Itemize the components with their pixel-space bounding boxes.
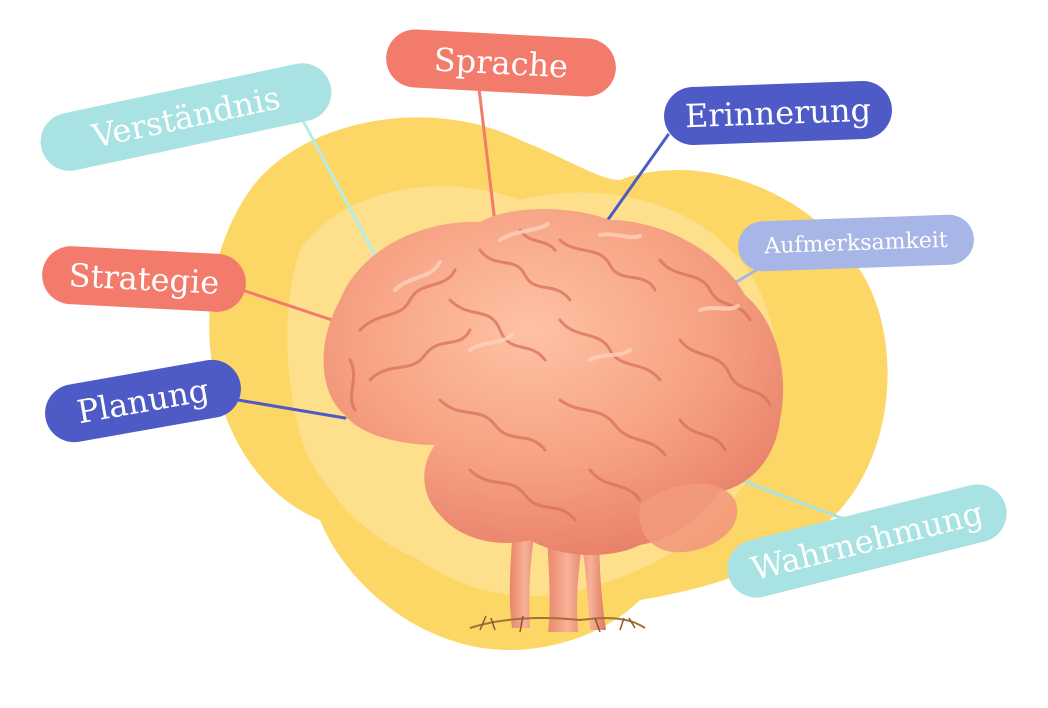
connector-verstaendnis — [298, 113, 390, 282]
label-aufmerksamkeit: Aufmerksamkeit — [737, 213, 975, 273]
label-sprache: Sprache — [384, 28, 618, 98]
connector-planung — [236, 398, 347, 420]
label-erinnerung: Erinnerung — [663, 80, 893, 146]
brain-icon — [323, 208, 784, 633]
label-strategie: Strategie — [40, 244, 248, 314]
